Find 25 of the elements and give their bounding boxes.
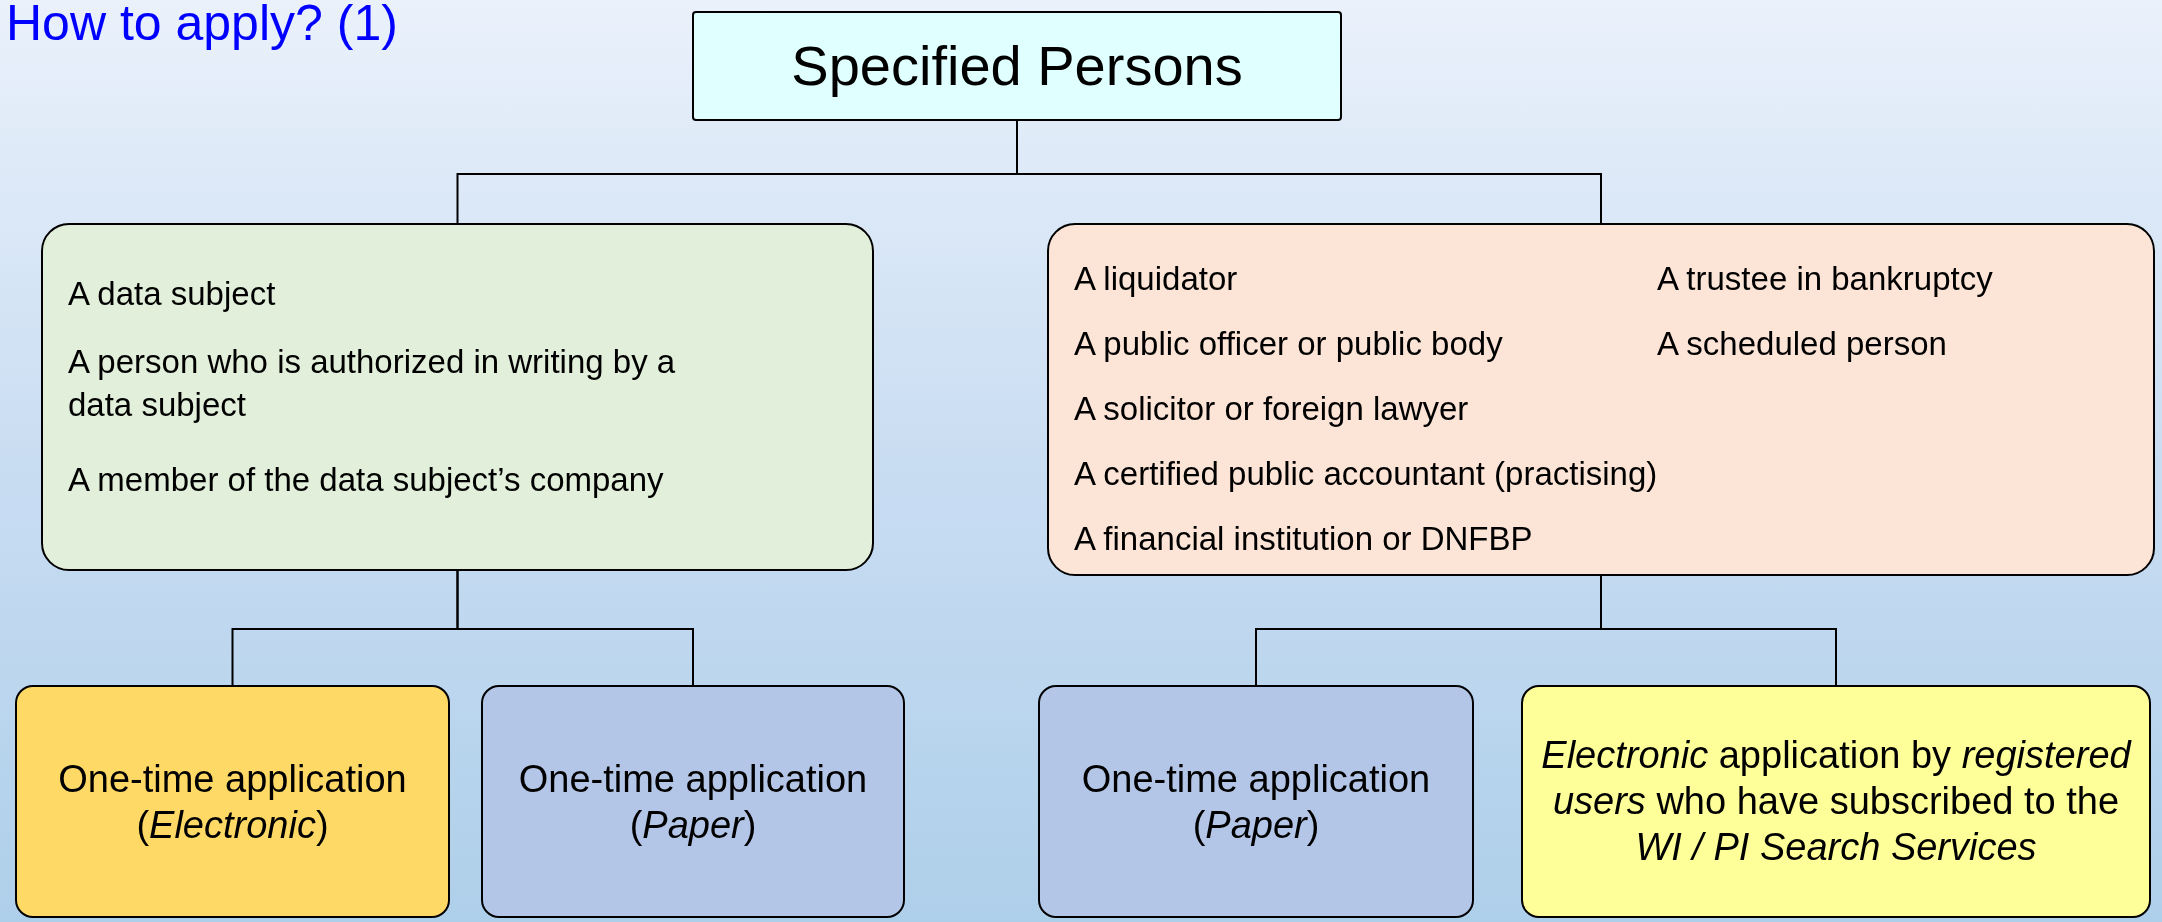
option-text: One-time application (Electronic) [57,756,408,848]
option-box [15,685,450,918]
heading-box [692,11,1342,121]
category-box [1047,223,2155,576]
connector-line [456,570,694,686]
category-box [41,223,874,571]
option-box [1521,685,2151,918]
list-item: A person who is authorized in writing by a data subject [68,342,677,425]
list-item: A liquidator [1074,260,1238,298]
option-text: Electronic application by registered users who have subscribed to the WI / PI Search Services [1540,732,2133,871]
list-item: A certified public accountant (practising) [1074,455,1658,493]
list-item: A data subject [68,274,277,314]
list-item: A scheduled person [1657,325,1947,363]
connector-line [1600,575,1837,686]
option-text: One-time application (Paper) [1080,756,1432,848]
heading-text: Specified Persons [790,32,1244,99]
list-item: A trustee in bankruptcy [1657,260,1993,298]
option-text: One-time application (Paper) [517,756,869,848]
list-item: A financial institution or DNFBP [1074,520,1533,558]
list-item: A public officer or public body [1074,325,1503,363]
list-item: A solicitor or foreign lawyer [1074,390,1469,428]
option-box [481,685,905,918]
list-item: A member of the data subject’s company [68,460,665,500]
option-box [1038,685,1474,918]
slide-title: How to apply? (1) [6,0,398,52]
